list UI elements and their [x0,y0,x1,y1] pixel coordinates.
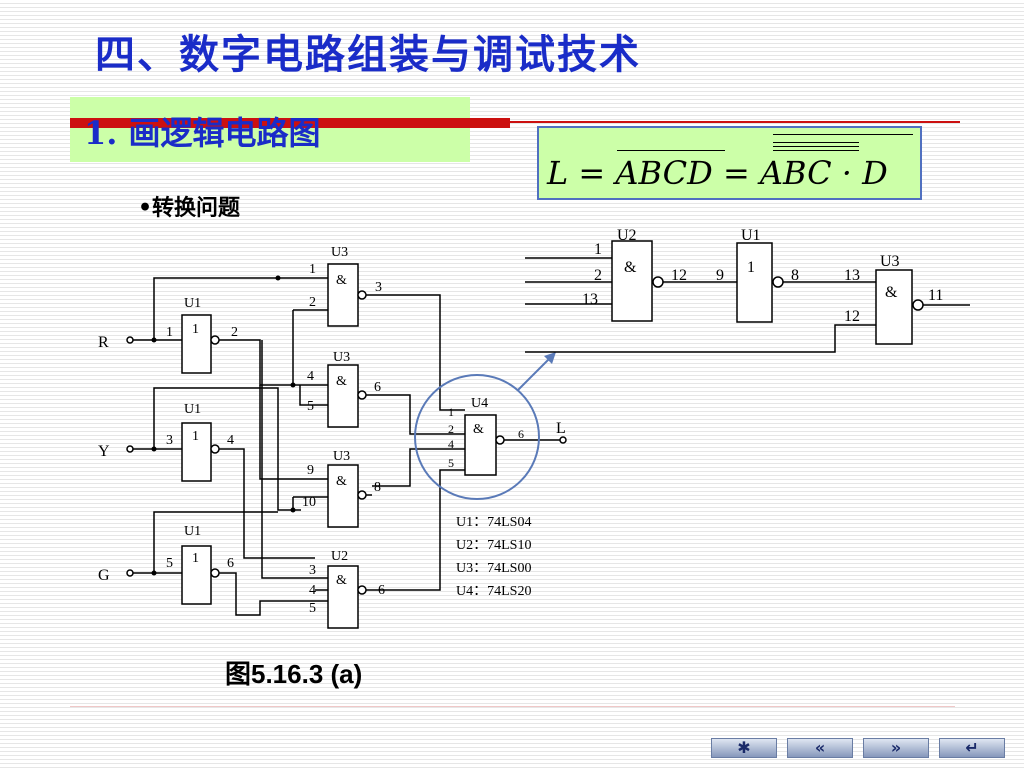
pin-label: 5 [307,399,314,414]
pin-label: 9 [307,463,314,478]
nav-return-button[interactable]: ↵ [939,738,1005,758]
section-title: 1. 画逻辑电路图 [84,114,321,152]
gate-symbol: & [336,474,347,489]
pin-label: 6 [227,556,234,571]
circuit-wires [133,277,560,616]
pin-label: 2 [448,422,454,436]
gate-label: U3 [331,245,348,260]
inset-pin-label: 13 [844,267,860,284]
gate-label: U1 [184,402,201,417]
gate-label: U2 [331,549,348,564]
figure-caption: 图5.16.3 (a) [225,659,363,689]
inset-pin-label: 12 [671,267,687,284]
inset-wires [525,257,970,353]
gate-label: U3 [333,350,350,365]
pin-label: 3 [166,433,173,448]
pin-label: 4 [309,583,316,598]
slide-title: 四、数字电路组装与调试技术 [95,31,641,78]
pin-label: 1 [448,405,454,419]
gate-symbol: & [336,573,347,588]
input-terminals [126,336,567,577]
inset-pin-label: 11 [928,287,943,304]
gate-symbol: & [336,374,347,389]
pin-label: 5 [309,601,316,616]
formula: L = ABCD = ABC · D [547,154,888,192]
pin-label: 1 [166,325,173,340]
gate-input-stubs [299,277,507,602]
gate-symbol: & [473,422,484,437]
inversion-bubbles [210,290,505,595]
gate-label: U1 [184,296,201,311]
pin-label: 2 [309,295,316,310]
inset-gate-label: U2 [617,227,637,244]
pin-label: 5 [448,456,454,470]
input-label-g: G [98,567,110,584]
gate-symbol: 1 [192,322,199,337]
pin-label: 1 [309,262,316,277]
inset-gate-symbol: 1 [747,259,755,276]
footer-divider [70,706,955,707]
bullet-text: •转换问题 [138,195,241,221]
asterisk-icon: ✱ [737,738,751,757]
pin-label: 2 [231,325,238,340]
pin-label: 3 [309,563,316,578]
overline-abc-2 [773,146,859,147]
pin-label: 8 [374,480,381,495]
double-right-arrow-icon: » [890,738,902,757]
inset-pin-label: 2 [594,267,602,284]
inset-gate-label: U1 [741,227,761,244]
pin-label: 4 [448,437,454,451]
gate-symbol: 1 [192,551,199,566]
inset-pin-label: 9 [716,267,724,284]
decorative-red-line [70,121,960,123]
chip-item: U1：74LS04 [456,515,532,530]
input-label-y: Y [98,443,110,460]
input-label-r: R [98,334,109,351]
pin-label: 6 [518,427,524,441]
pin-label: 4 [227,433,234,448]
chip-list: U1：74LS04 U2：74LS10 U3：74LS00 U4：74LS20 [456,511,531,603]
inset-pin-label: 8 [791,267,799,284]
double-left-arrow-icon: « [814,738,826,757]
gate-label: U4 [471,396,488,411]
inset-pin-label: 1 [594,241,602,258]
chip-item: U3：74LS00 [456,561,532,576]
overline-abc-3 [773,150,859,151]
chip-item: U2：74LS10 [456,538,532,553]
gate-label: U1 [184,524,201,539]
junctions [151,275,296,576]
return-arrow-icon: ↵ [965,738,979,757]
inset-pin-label: 13 [582,291,598,308]
chip-item: U4：74LS20 [456,584,532,599]
gate-symbol: 1 [192,429,199,444]
inset-gate-symbol: & [885,284,898,301]
nav-prev-button[interactable]: « [787,738,853,758]
output-label-l: L [556,420,566,437]
pin-label: 5 [166,556,173,571]
nav-star-button[interactable]: ✱ [711,738,777,758]
gate-label: U3 [333,449,350,464]
inset-inversion-bubbles [652,276,924,311]
pin-label: 6 [374,380,381,395]
inset-gate-symbol: & [624,259,637,276]
inset-pin-label: 12 [844,308,860,325]
overline-abc-1 [773,142,859,143]
section-title-box [70,97,470,162]
pin-label: 4 [307,369,314,384]
formula-box: L = ABCD = ABC · D [537,126,922,200]
overline-abc-outer [773,134,913,135]
overline-abcd [617,150,725,151]
highlight-annotation [414,352,556,500]
nav-next-button[interactable]: » [863,738,929,758]
inset-gate-boxes [611,240,913,345]
gate-symbol: & [336,273,347,288]
pin-label: 3 [375,280,382,295]
decorative-red-bar [70,118,510,128]
pin-label: 6 [378,583,385,598]
pin-label: 10 [302,495,316,510]
inset-gate-label: U3 [880,253,900,270]
